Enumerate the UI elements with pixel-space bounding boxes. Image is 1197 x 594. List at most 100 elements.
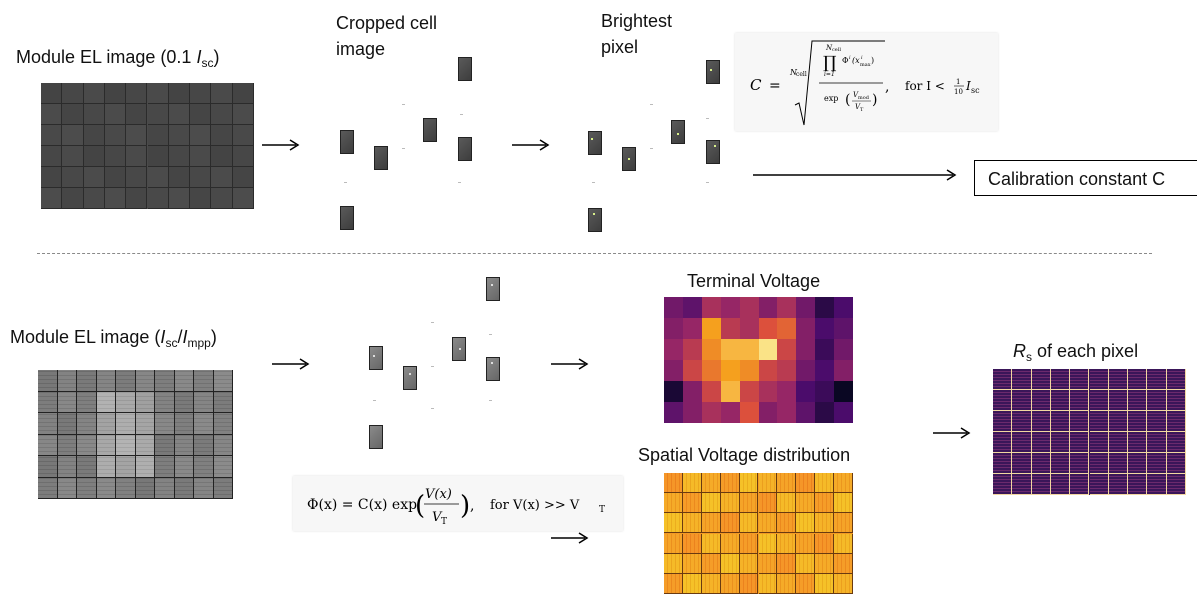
module-cell [116, 456, 136, 478]
brightest-pixel-label: Brightest pixel [601, 8, 672, 60]
module-cell [168, 188, 191, 209]
module-cell [213, 434, 233, 456]
module-cell [1147, 474, 1167, 495]
module-cell [1089, 453, 1109, 474]
bottom-module-label-slash: / [177, 327, 183, 347]
spatial-voltage-label-text: Spatial Voltage distribution [638, 445, 851, 465]
cropped-cell [486, 277, 500, 301]
module-cell [147, 167, 169, 188]
module-cell [155, 370, 175, 392]
module-cell [777, 533, 797, 554]
module-cell [38, 391, 58, 413]
brightest-cell [622, 147, 636, 171]
module-cell [1050, 474, 1071, 495]
module-cell [815, 493, 835, 514]
heatmap-cell [815, 402, 835, 423]
heatmap-cell [815, 297, 835, 318]
bottom-module-el-image [38, 370, 233, 499]
module-cell [104, 125, 127, 146]
heatmap-cell [739, 318, 759, 339]
eq-root-index: N [789, 68, 798, 77]
module-cell [1012, 453, 1032, 474]
heatmap-cell [664, 402, 683, 423]
heatmap-cell [777, 318, 797, 339]
heatmap-cell [682, 318, 702, 339]
cell-dot [706, 182, 709, 183]
module-cell [796, 493, 816, 514]
module-cell [194, 477, 214, 499]
module-cell [682, 573, 702, 594]
section-divider [37, 253, 1152, 254]
top-module-label: Module EL image (0.1 Isc) [16, 46, 219, 69]
module-cell [1050, 432, 1071, 453]
module-cell [796, 473, 816, 494]
module-cell [194, 391, 214, 413]
heatmap-cell [739, 339, 759, 360]
heatmap-cell [758, 339, 778, 360]
module-cell [1147, 432, 1167, 453]
cropped-cell-label-line1: Cropped cell [336, 13, 438, 33]
brightest-pixel-label-line2: pixel [601, 37, 639, 57]
cell-dot [431, 366, 434, 367]
eq-cond-den: 10 [954, 88, 963, 96]
calibration-constant-label: Calibration constant C [988, 169, 1166, 189]
module-cell [664, 493, 683, 514]
cropped-cell [458, 137, 472, 161]
cropped-cell-label: Cropped cell image [336, 10, 437, 62]
module-cell [213, 370, 233, 392]
module-cell [1147, 369, 1167, 390]
cropped-cell [340, 130, 354, 154]
module-cell [190, 104, 212, 125]
heatmap-cell [739, 297, 759, 318]
heatmap-cell [664, 318, 683, 339]
eq-c: C [750, 76, 762, 94]
arrow-2 [512, 138, 550, 157]
heatmap-cell [758, 297, 778, 318]
module-cell [1108, 432, 1129, 453]
brightest-pixel-label-line1: Brightest [601, 11, 673, 31]
module-cell [174, 434, 194, 456]
module-cell [993, 390, 1013, 411]
cropped-cell [423, 118, 437, 142]
module-cell [96, 391, 116, 413]
module-cell [77, 391, 97, 413]
module-cell [96, 434, 116, 456]
heatmap-cell [834, 402, 854, 423]
module-cell [168, 146, 191, 167]
module-cell [135, 391, 155, 413]
module-cell [104, 146, 127, 167]
module-cell [135, 456, 155, 478]
module-cell [1166, 474, 1186, 495]
eq-frac-bottom: V [855, 103, 861, 111]
module-cell [758, 473, 778, 494]
module-cell [796, 533, 816, 554]
heatmap-cell [664, 360, 683, 381]
heatmap-cell [777, 360, 797, 381]
module-cell [135, 413, 155, 435]
bottom-module-label: Module EL image (Isc/Impp) [10, 326, 217, 349]
module-cell [1031, 453, 1051, 474]
module-cell [815, 533, 835, 554]
eq-paren-open: ( [845, 92, 850, 108]
module-cell [232, 104, 254, 125]
module-cell [1128, 432, 1148, 453]
heatmap-cell [815, 318, 835, 339]
module-cell [83, 125, 105, 146]
module-cell [38, 413, 58, 435]
heatmap-cell [701, 360, 721, 381]
module-cell [174, 456, 194, 478]
module-cell [834, 573, 853, 594]
heatmap-cell [758, 402, 778, 423]
module-cell [116, 370, 136, 392]
terminal-voltage-label-text: Terminal Voltage [687, 271, 821, 291]
heatmap-cell [758, 360, 778, 381]
eq-cond-i-sub: sc [971, 86, 980, 95]
heatmap-cell [796, 297, 816, 318]
rs-label-var: R [1013, 341, 1026, 361]
module-cell [834, 553, 853, 574]
module-cell [96, 413, 116, 435]
arrow-6 [933, 426, 971, 445]
cell-dot [650, 104, 653, 105]
module-cell [796, 553, 816, 574]
module-cell [83, 83, 105, 104]
